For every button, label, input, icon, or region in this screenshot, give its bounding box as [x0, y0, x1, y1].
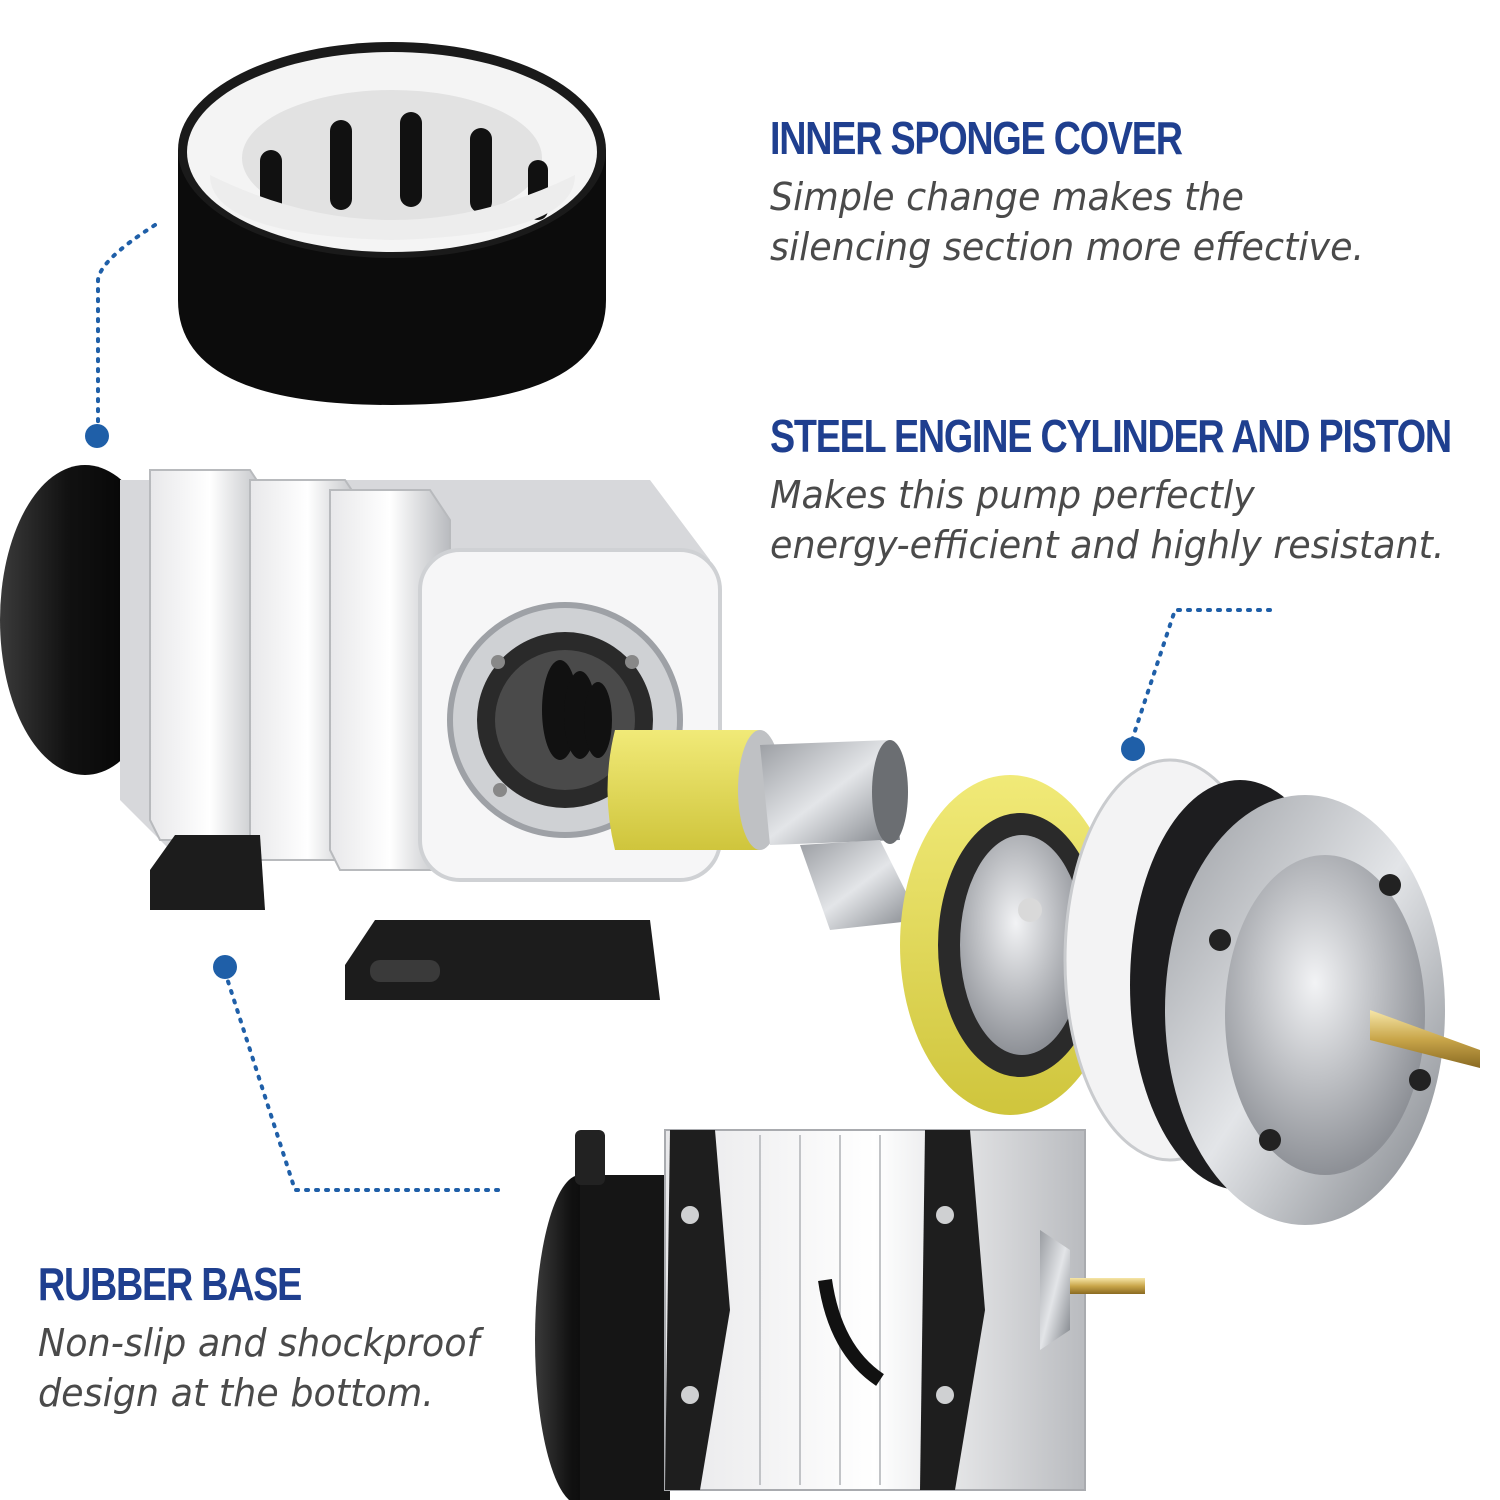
description-line: Non-slip and shockproof [38, 1321, 480, 1365]
feature-title: RUBBER BASE [38, 1258, 302, 1310]
feature-cylinder: STEEL ENGINE CYLINDER AND PISTON Makes t… [770, 410, 1500, 570]
assembled-pump-image [535, 1129, 1145, 1500]
description-line: silencing section more effective. [770, 225, 1365, 269]
feature-base: RUBBER BASE Non-slip and shockproof desi… [38, 1258, 498, 1418]
feature-description: Simple change makes the silencing sectio… [770, 172, 1364, 272]
feature-title: STEEL ENGINE CYLINDER AND PISTON [770, 410, 1452, 462]
callout-dot-icon [85, 424, 109, 448]
sponge-cover-image [178, 42, 606, 405]
feature-description: Non-slip and shockproof design at the bo… [38, 1318, 479, 1418]
description-line: energy-efficient and highly resistant. [770, 523, 1445, 567]
cylinder-head-image [1063, 758, 1480, 1225]
callout-line-cylinder [1130, 608, 1272, 742]
description-line: Makes this pump perfectly [770, 473, 1255, 517]
description-line: design at the bottom. [38, 1371, 434, 1415]
callout-dot-icon [213, 955, 237, 979]
feature-title: INNER SPONGE COVER [770, 112, 1183, 164]
feature-sponge: INNER SPONGE COVER Simple change makes t… [770, 112, 1389, 272]
callout-dot-icon [1121, 737, 1145, 761]
callout-line-base [223, 970, 502, 1192]
callout-line-sponge [96, 223, 157, 432]
description-line: Simple change makes the [770, 175, 1244, 219]
piston-assembly-image [607, 730, 1120, 1115]
feature-description: Makes this pump perfectly energy-efficie… [770, 470, 1500, 570]
